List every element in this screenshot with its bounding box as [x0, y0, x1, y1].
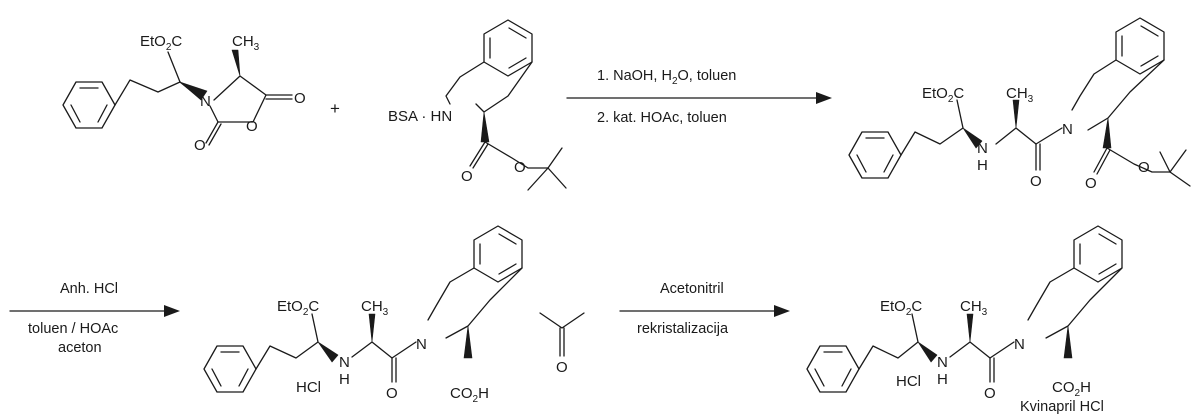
ketone-oxygen-label: O	[294, 90, 306, 107]
amine-nitrogen-label: N	[339, 354, 350, 371]
compound-nca: EtO2C CH3 N O O O	[62, 33, 306, 154]
compound-quinapril-tbu-ester: EtO2C CH3 N H O N O O	[848, 17, 1191, 192]
compound-tic-ester: BSA · HN O O	[388, 19, 567, 191]
ring-nitrogen-label: N	[416, 336, 427, 353]
ring-nitrogen-label: N	[1014, 336, 1025, 353]
phenyl-ring	[62, 81, 116, 129]
ethyl-ester-label: EtO2C	[140, 33, 182, 53]
amide-oxygen-label: O	[984, 385, 996, 402]
carboxylic-acid-label: CO2H	[1052, 379, 1091, 399]
plus-sign: +	[330, 99, 340, 118]
ring-oxygen-label: O	[246, 118, 258, 135]
methyl-label: CH3	[232, 33, 260, 53]
ring-nitrogen-label: N	[1062, 121, 1073, 138]
reaction-arrow-3: Acetonitril rekristalizacija	[619, 281, 790, 337]
ethyl-ester-label: EtO2C	[922, 85, 964, 105]
ethyl-ester-label: EtO2C	[880, 298, 922, 318]
methyl-label: CH3	[960, 298, 988, 318]
amine-hydrogen-label: H	[977, 157, 988, 174]
compound-quinapril-hcl-acetone: EtO2C CH3 N H HCl O N CO2H O	[203, 225, 585, 405]
amine-nitrogen-label: N	[977, 140, 988, 157]
ethyl-ester-label: EtO2C	[277, 298, 319, 318]
bsa-amine-label: BSA · HN	[388, 108, 452, 125]
carboxylic-acid-label: CO2H	[450, 385, 489, 405]
ester-oxygen: O	[1138, 159, 1150, 176]
product-name-label: Kvinapril HCl	[1020, 399, 1104, 415]
methyl-label: CH3	[1006, 85, 1034, 105]
nitrogen-label: N	[200, 93, 211, 110]
ester-carbonyl-oxygen: O	[1085, 175, 1097, 192]
carbonyl-oxygen-label: O	[194, 137, 206, 154]
hcl-label: HCl	[296, 379, 321, 396]
amine-nitrogen-label: N	[937, 354, 948, 371]
amide-oxygen-label: O	[1030, 173, 1042, 190]
hcl-label: HCl	[896, 373, 921, 390]
reaction-arrow-1: 1. NaOH, H2O, toluen 2. kat. HOAc, tolue…	[566, 68, 832, 126]
ester-oxygen: O	[514, 159, 526, 176]
conditions-aceton: aceton	[58, 340, 102, 356]
conditions-step-2: 2. kat. HOAc, toluen	[597, 110, 727, 126]
compound-kvinapril-hcl: EtO2C CH3 N H HCl O N CO2H Kvinapril HCl	[806, 225, 1123, 415]
ester-carbonyl-oxygen: O	[461, 168, 473, 185]
conditions-acetonitril: Acetonitril	[660, 281, 724, 297]
conditions-rekristalizacija: rekristalizacija	[637, 321, 729, 337]
amine-hydrogen-label: H	[339, 371, 350, 388]
conditions-step-1: 1. NaOH, H2O, toluen	[597, 68, 736, 87]
amine-hydrogen-label: H	[937, 371, 948, 388]
conditions-anh-hcl: Anh. HCl	[60, 281, 118, 297]
conditions-toluen-hoac: toluen / HOAc	[28, 321, 118, 337]
amide-oxygen-label: O	[386, 385, 398, 402]
reaction-arrow-2: Anh. HCl toluen / HOAc aceton	[9, 281, 180, 356]
acetone-oxygen-label: O	[556, 359, 568, 376]
methyl-label: CH3	[361, 298, 389, 318]
